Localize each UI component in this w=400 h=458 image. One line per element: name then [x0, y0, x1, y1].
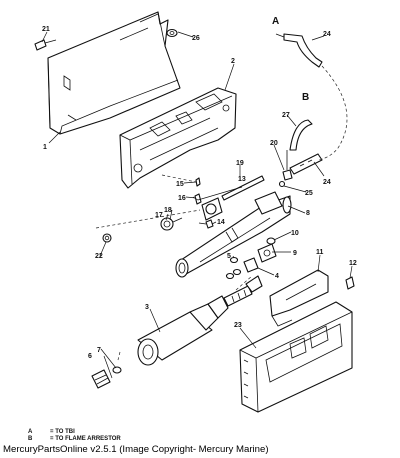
- callout-26: 26: [192, 35, 200, 42]
- callout-27: 27: [282, 112, 290, 119]
- mounting-bracket: [47, 11, 181, 135]
- callout-12: 12: [349, 260, 357, 267]
- oring-10: [266, 237, 276, 245]
- housing-bracket: [119, 87, 237, 189]
- callout-16: 16: [178, 195, 186, 202]
- rod-19: [221, 175, 265, 201]
- legend-b-key: B: [28, 436, 33, 442]
- callout-7: 7: [97, 347, 101, 354]
- legend-a-text: TO TBI: [55, 429, 75, 435]
- routing-line-c: [161, 174, 197, 183]
- callout-2: 2: [231, 58, 235, 65]
- image-caption: MercuryPartsOnline v2.5.1 (Image Copyrig…: [3, 444, 269, 455]
- callout-23: 23: [234, 322, 242, 329]
- hose-27: [289, 119, 313, 151]
- callout-9: 9: [293, 250, 297, 257]
- grommet-22: [102, 233, 112, 243]
- hose-24a: [275, 33, 323, 68]
- callout-13: 13: [238, 176, 246, 183]
- legend-b-eq: =: [50, 436, 54, 442]
- fitting-25: [278, 180, 286, 188]
- legend-b: B = TO FLAME ARRESTOR: [28, 436, 121, 442]
- leader-lines: [41, 31, 353, 379]
- callout-6: 6: [88, 353, 92, 360]
- callout-24-upper: 24: [323, 31, 331, 38]
- callout-8: 8: [306, 210, 310, 217]
- callout-10: 10: [291, 230, 299, 237]
- callout-3: 3: [145, 304, 149, 311]
- legend-b-text: TO FLAME ARRESTOR: [55, 436, 121, 442]
- callout-18: 18: [164, 207, 172, 214]
- callout-25: 25: [305, 190, 313, 197]
- callout-labels: 1 2 3 4 5 6 7 8 9 10 11 12 13 14 15 16 1…: [42, 16, 357, 360]
- sensor-13: [201, 197, 223, 221]
- routing-line-e: [117, 351, 121, 361]
- fitting-9: [257, 243, 277, 263]
- fitting-4: [243, 257, 259, 273]
- callout-17: 17: [155, 212, 163, 219]
- screw-14: [198, 219, 214, 229]
- callout-14: 14: [217, 219, 225, 226]
- callout-20: 20: [270, 140, 278, 147]
- routing-line-d: [235, 275, 253, 291]
- callout-19: 19: [236, 160, 244, 167]
- oring-7: [112, 366, 122, 374]
- routing-line-b: [95, 209, 201, 229]
- legend-a: A = TO TBI: [28, 429, 75, 435]
- grommet-26: [166, 28, 178, 38]
- callout-22: 22: [95, 253, 103, 260]
- fitting-6: [91, 369, 111, 389]
- legend-a-key: A: [28, 429, 33, 435]
- legend-a-eq: =: [50, 429, 54, 435]
- fitting-20: [282, 150, 293, 181]
- callout-21: 21: [42, 26, 50, 33]
- screw-15: [195, 177, 201, 187]
- routing-line-a: [317, 65, 348, 161]
- fitting-17: [160, 217, 183, 231]
- callout-15: 15: [176, 181, 184, 188]
- callout-5: 5: [227, 253, 231, 260]
- cooler-housing-23: [239, 301, 353, 413]
- orings-5: [225, 256, 242, 280]
- screw-16: [194, 193, 202, 205]
- fuel-rail-body: [175, 191, 292, 278]
- hose-fitting-24b: [289, 153, 323, 175]
- letter-b: B: [302, 92, 309, 103]
- screw-12: [345, 276, 355, 290]
- callout-1: 1: [43, 144, 47, 151]
- callout-11: 11: [316, 249, 324, 256]
- letter-a: A: [272, 16, 279, 27]
- fuel-pump: [137, 275, 263, 366]
- bolt-21: [34, 39, 57, 51]
- callout-4: 4: [275, 273, 279, 280]
- callout-24-lower: 24: [323, 179, 331, 186]
